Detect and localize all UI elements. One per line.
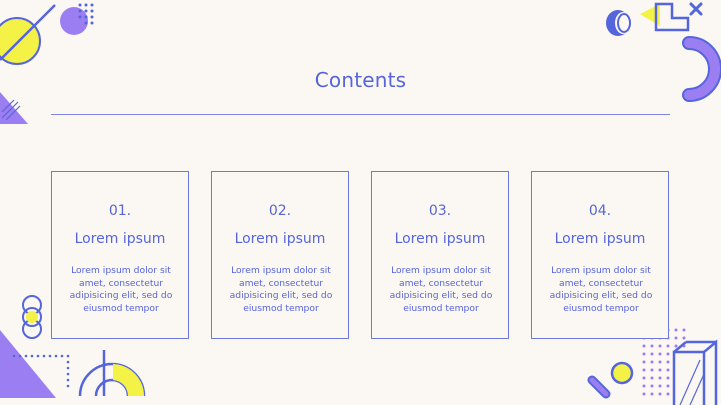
cross-shape	[689, 2, 703, 16]
card-number: 01.	[108, 203, 132, 219]
chain-rings-shape	[22, 295, 42, 339]
cylinder-shape	[606, 10, 630, 36]
half-circle-shape	[78, 362, 146, 397]
contents-card-3: 03. Lorem ipsum Lorem ipsum dolor sit am…	[371, 171, 509, 339]
card-heading: Lorem ipsum	[234, 231, 326, 247]
slide-title: Contents	[314, 68, 407, 92]
tower-block-shape	[672, 350, 706, 405]
capsule-shape	[587, 375, 611, 399]
yellow-circle-shape	[0, 18, 40, 64]
card-body-text: Lorem ipsum dolor sit amet, consectetur …	[389, 265, 493, 314]
card-number: 04.	[588, 203, 612, 219]
purple-circle-shape	[60, 7, 88, 35]
diagonal-line-shape	[0, 4, 56, 61]
card-heading: Lorem ipsum	[394, 231, 486, 247]
yellow-dot-shape	[612, 363, 632, 383]
l-block-shape	[654, 2, 690, 32]
card-body-text: Lorem ipsum dolor sit amet, consectetur …	[229, 265, 333, 314]
title-divider	[51, 114, 670, 115]
contents-card-4: 04. Lorem ipsum Lorem ipsum dolor sit am…	[531, 171, 669, 339]
purple-corner-triangle-shape	[0, 330, 56, 398]
card-number: 03.	[428, 203, 452, 219]
purple-triangle-shape	[0, 92, 28, 124]
card-heading: Lorem ipsum	[74, 231, 166, 247]
card-body-text: Lorem ipsum dolor sit amet, consectetur …	[69, 265, 173, 314]
contents-card-2: 02. Lorem ipsum Lorem ipsum dolor sit am…	[211, 171, 349, 339]
bottom-right-decoration	[587, 328, 718, 405]
card-number: 02.	[268, 203, 292, 219]
top-left-decoration	[0, 3, 94, 124]
triangle-hatch-shape	[1, 99, 21, 121]
contents-card-1: 01. Lorem ipsum Lorem ipsum dolor sit am…	[51, 171, 189, 339]
yellow-triangle-shape	[640, 4, 660, 26]
dotted-frame-shape	[12, 354, 70, 388]
outline-circle-shape	[0, 17, 41, 65]
card-body-text: Lorem ipsum dolor sit amet, consectetur …	[549, 265, 653, 314]
dot-grid-shape	[78, 3, 94, 25]
card-heading: Lorem ipsum	[554, 231, 646, 247]
